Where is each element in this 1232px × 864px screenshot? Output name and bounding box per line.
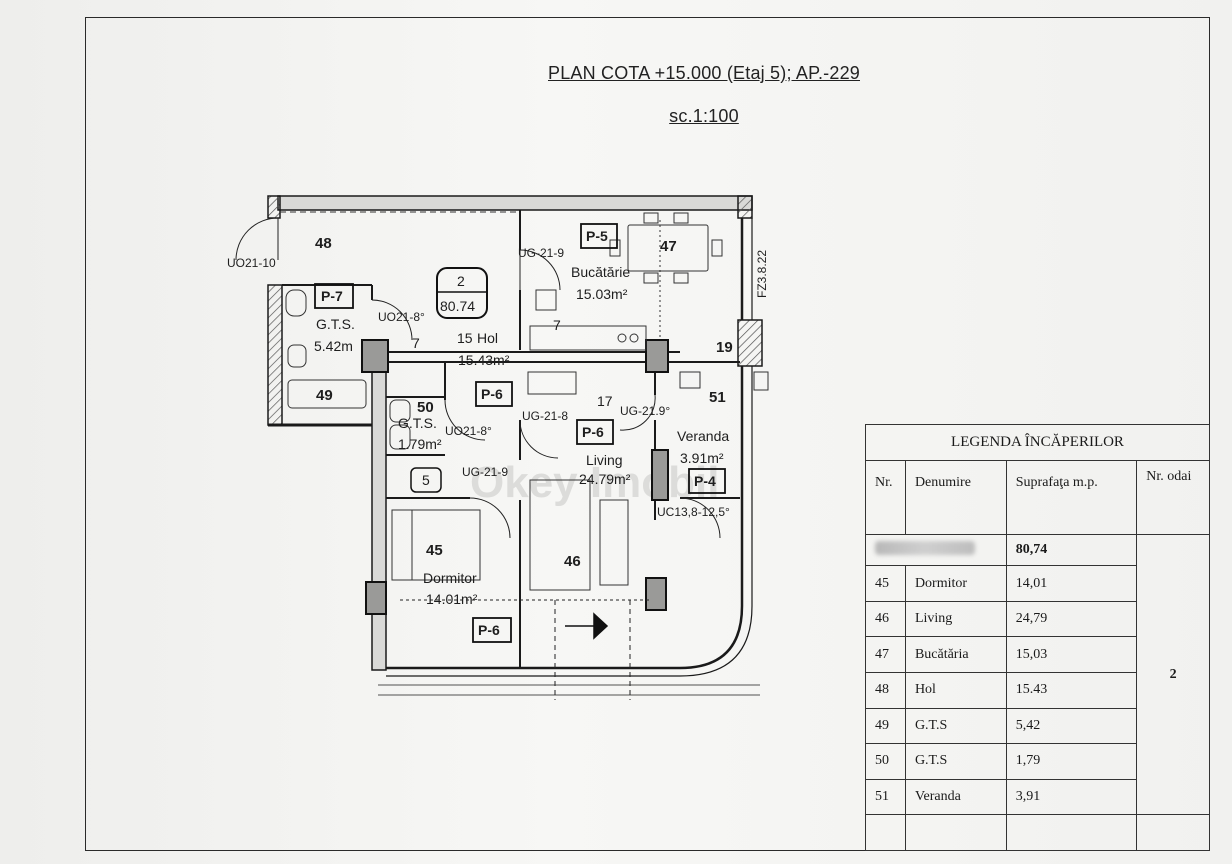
svg-text:14.01m²: 14.01m² — [426, 591, 478, 607]
svg-text:Bucătărie: Bucătărie — [571, 264, 630, 280]
total-label-redacted — [865, 533, 1007, 567]
svg-text:5.42m: 5.42m — [314, 338, 353, 354]
watermark: Okey Imobil — [470, 458, 719, 507]
svg-text:G.T.S.: G.T.S. — [398, 415, 437, 431]
room-legend-table: LEGENDA ÎNCĂPERILOR Nr. Denumire Suprafa… — [865, 424, 1210, 851]
svg-text:P-5: P-5 — [586, 228, 608, 244]
svg-text:P-6: P-6 — [481, 386, 503, 402]
drawing-frame — [85, 17, 1210, 851]
detail-numbers: 7 7 19 5 — [410, 317, 733, 493]
svg-text:Dormitor: Dormitor — [423, 570, 477, 586]
heater-icon — [753, 371, 769, 391]
svg-text:P-6: P-6 — [478, 622, 500, 638]
svg-text:24.79m²: 24.79m² — [579, 471, 631, 487]
svg-text:UG-21-8: UG-21-8 — [522, 409, 568, 423]
svg-text:7: 7 — [412, 335, 420, 351]
door-swings — [235, 217, 721, 700]
svg-text:1.79m²: 1.79m² — [398, 436, 442, 452]
svg-text:49: 49 — [316, 387, 333, 404]
table-row-empty — [865, 814, 1210, 851]
svg-text:50: 50 — [417, 399, 434, 416]
furniture — [280, 211, 723, 591]
col-rooms: Nr. odai — [1136, 459, 1210, 535]
svg-text:3.91m²: 3.91m² — [680, 450, 724, 466]
col-name: Denumire — [904, 459, 1007, 535]
total-area: 80,74 — [1005, 533, 1138, 567]
svg-text:FZ3.8.22: FZ3.8.22 — [755, 250, 769, 298]
svg-text:51: 51 — [709, 389, 726, 406]
svg-text:UG-21.9°: UG-21.9° — [620, 404, 670, 418]
svg-text:48: 48 — [315, 235, 332, 252]
col-area: Suprafaţa m.p. — [1005, 459, 1138, 535]
svg-text:17: 17 — [597, 393, 613, 409]
room-labels: 48 47 Bucătărie 15.03m² 15 Hol 15.43m² 4… — [314, 235, 729, 607]
plan-scale: sc.1:100 — [669, 106, 739, 126]
legend-title: LEGENDA ÎNCĂPERILOR — [865, 424, 1210, 461]
opening-codes: UO21-10 UG-21-9 UO21-8° UG-21-8 UG-21.9°… — [227, 246, 769, 519]
svg-text:UO21-8°: UO21-8° — [445, 424, 492, 438]
svg-text:47: 47 — [660, 238, 677, 255]
svg-text:UG-21-9: UG-21-9 — [462, 465, 508, 479]
svg-text:5: 5 — [422, 472, 430, 488]
structural-columns — [361, 339, 669, 615]
svg-text:15.43m²: 15.43m² — [458, 352, 510, 368]
plan-title: PLAN COTA +15.000 (Etaj 5); AP.-229 — [547, 63, 860, 83]
partition-tags: P-5 P-7 P-6 P-6 P-4 P-6 — [314, 223, 726, 643]
svg-text:19: 19 — [716, 339, 733, 356]
svg-text:Living: Living — [586, 452, 623, 468]
svg-text:G.T.S.: G.T.S. — [316, 316, 355, 332]
svg-text:Veranda: Veranda — [677, 428, 729, 444]
total-rooms: 2 — [1136, 533, 1210, 816]
svg-text:P-6: P-6 — [582, 424, 604, 440]
svg-text:45: 45 — [426, 542, 443, 559]
svg-text:2: 2 — [457, 273, 465, 289]
svg-text:15: 15 — [457, 330, 473, 346]
svg-text:7: 7 — [553, 317, 561, 333]
col-nr: Nr. — [865, 459, 906, 535]
svg-text:UO21-10: UO21-10 — [227, 256, 276, 270]
svg-text:15.03m²: 15.03m² — [576, 286, 628, 302]
svg-text:UG-21-9: UG-21-9 — [518, 246, 564, 260]
svg-text:P-7: P-7 — [321, 288, 343, 304]
svg-text:UO21-8°: UO21-8° — [378, 310, 425, 324]
svg-text:UC13,8-12,5°: UC13,8-12,5° — [657, 505, 730, 519]
interior-walls — [282, 210, 740, 668]
exterior-walls — [267, 195, 763, 696]
svg-text:46: 46 — [564, 553, 581, 570]
entry-arrow-icon — [565, 612, 609, 640]
svg-text:80.74: 80.74 — [440, 298, 475, 314]
apartment-badge: 2 80.74 — [436, 267, 488, 319]
svg-text:Hol: Hol — [477, 330, 498, 346]
svg-text:P-4: P-4 — [694, 473, 716, 489]
